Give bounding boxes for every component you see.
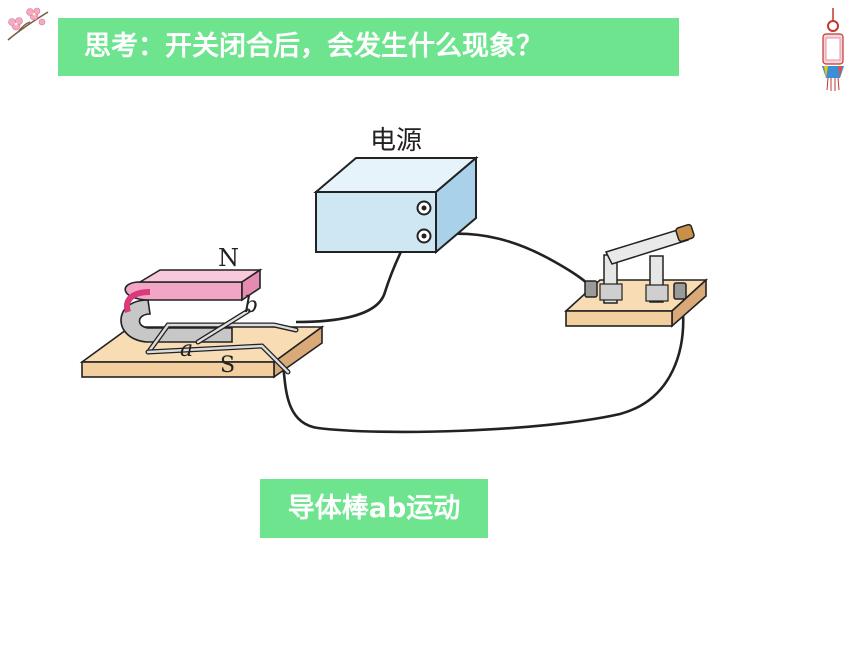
chinese-knot-ornament-icon: [822, 8, 844, 91]
wire-switch-to-rail: [280, 299, 685, 434]
magnet-south-label: S: [220, 353, 235, 378]
wire-power-to-switch: [427, 232, 600, 297]
horseshoe-magnet: [120, 268, 263, 343]
peach-blossom-icon: [7, 7, 49, 41]
power-supply-label: 电源: [370, 126, 422, 156]
rod-end-a-label: a: [180, 337, 193, 362]
magnet-north-label: N: [218, 244, 239, 272]
rod-end-b-label: b: [244, 293, 258, 318]
power-supply: [313, 155, 479, 255]
switch-handle: [675, 223, 695, 243]
title-banner: 思考：开关闭合后，会发生什么现象？: [58, 18, 679, 76]
page-title: 思考：开关闭合后，会发生什么现象？: [84, 31, 543, 62]
answer-banner: 导体棒ab运动: [260, 479, 488, 538]
knife-switch: [563, 223, 709, 328]
answer-caption: 导体棒ab运动: [287, 493, 461, 524]
